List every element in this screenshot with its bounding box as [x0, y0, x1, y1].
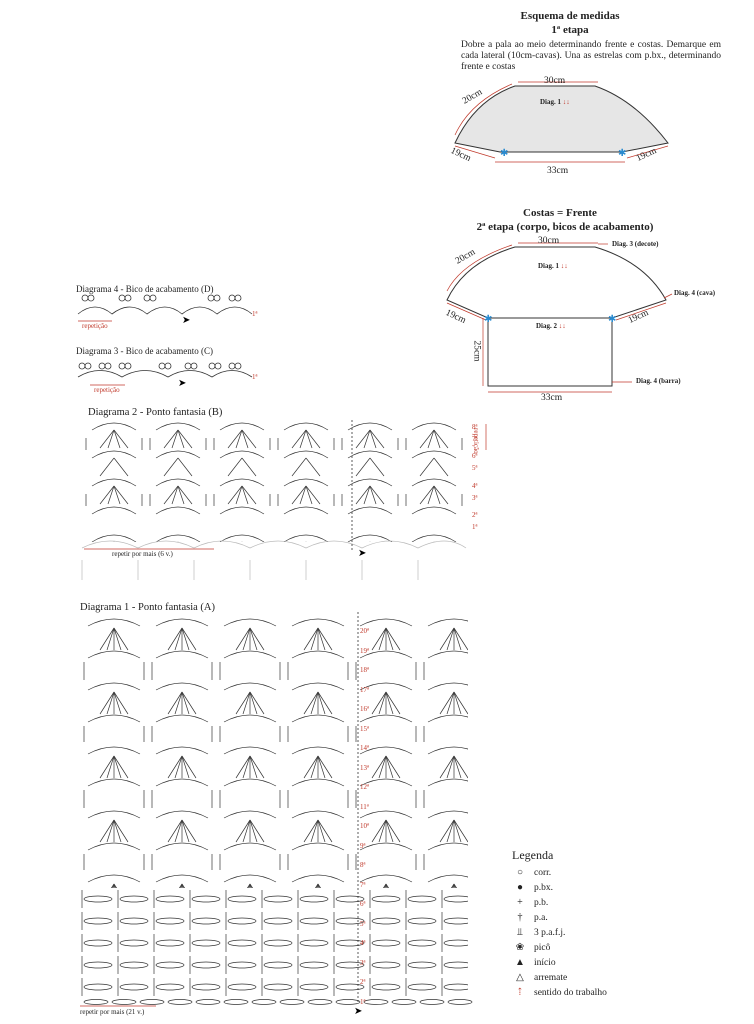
legend-title: Legenda: [512, 848, 554, 862]
svg-text:✱: ✱: [608, 314, 616, 325]
s2-top: 30cm: [538, 236, 560, 246]
s2-d4a: Diag. 4 (cava): [674, 289, 716, 297]
svg-text:➤: ➤: [178, 378, 186, 389]
direction-arrow-icon: ⇡: [515, 987, 525, 998]
legend-item: ⇡sentido do trabalho: [512, 985, 662, 1000]
chain-icon: ○: [516, 867, 524, 878]
diagram1-rows: 20ª 19ª 18ª 17ª 16ª 15ª 14ª 13ª 12ª 11ª …: [360, 627, 369, 1006]
legend-item: △arremate: [512, 970, 662, 985]
legend-item: ⫫3 p.a.f.j.: [512, 925, 662, 940]
legend-list: ○corr. ●p.bx. +p.b. †p.a. ⫫3 p.a.f.j. ❀p…: [512, 865, 662, 1000]
s2-d1: Diag. 1 ↓↓: [538, 262, 568, 270]
stage1-title: 1ª etapa: [551, 24, 589, 36]
svg-text:➤: ➤: [358, 548, 366, 559]
slip-stitch-icon: ●: [516, 882, 524, 893]
stage2-title: 2ª etapa (corpo, bicos de acabamento): [476, 221, 654, 233]
picot-icon: ❀: [515, 942, 525, 953]
diagram1-title: Diagrama 1 - Ponto fantasia (A): [80, 602, 215, 613]
svg-text:✱: ✱: [618, 148, 626, 159]
s2-d3: Diag. 3 (decote): [612, 240, 659, 248]
legend-item: ○corr.: [512, 865, 662, 880]
start-icon: ▲: [515, 957, 525, 968]
double-crochet-icon: †: [517, 912, 523, 923]
svg-text:✱: ✱: [484, 314, 492, 325]
legend-item: +p.b.: [512, 895, 662, 910]
svg-text:✱: ✱: [500, 148, 508, 159]
diagram2-repeat: repetir por mais (6 v.): [112, 550, 173, 558]
legend-item: ●p.bx.: [512, 880, 662, 895]
diagram4-row: 1ª: [252, 310, 258, 318]
s1-bottom: 33cm: [547, 166, 569, 176]
fasten-off-icon: △: [516, 972, 524, 983]
s1-top: 30cm: [544, 76, 566, 86]
diagram4-repeat: repetição: [82, 322, 108, 330]
instructions: Dobre a pala ao meio determinando frente…: [461, 40, 721, 72]
legend-item: ❀picô: [512, 940, 662, 955]
diagram2-rows: 8ª 7ª 6ª 5ª 4ª 3ª 2ª 1ª: [472, 423, 478, 531]
diagram3-title: Diagrama 3 - Bico de acabamento (C): [76, 346, 213, 356]
s2-bottom: 33cm: [541, 393, 563, 403]
s2-d4b: Diag. 4 (barra): [636, 377, 681, 385]
s2-d2: Diag. 2 ↓↓: [536, 322, 566, 330]
legend-item: †p.a.: [512, 910, 662, 925]
stage2-heading: Costas = Frente: [523, 207, 597, 219]
diagram3-row: 1ª: [252, 373, 258, 381]
diagram2-title: Diagrama 2 - Ponto fantasia (B): [88, 407, 223, 418]
legend: Legenda ○corr. ●p.bx. +p.b. †p.a. ⫫3 p.a…: [512, 848, 662, 1000]
diagram4-title: Diagrama 4 - Bico de acabamento (D): [76, 284, 214, 294]
svg-text:➤: ➤: [354, 1006, 362, 1017]
svg-text:➤: ➤: [182, 315, 190, 326]
diagram1-repeat: repetir por mais (21 v.): [80, 1008, 145, 1016]
cluster-icon: ⫫: [517, 927, 523, 938]
diagram3-repeat: repetição: [94, 386, 120, 394]
s1-diag: Diag. 1 ↓↓: [540, 98, 570, 106]
legend-item: ▲início: [512, 955, 662, 970]
schema-title: Esquema de medidas: [520, 10, 620, 22]
single-crochet-icon: +: [517, 897, 523, 908]
